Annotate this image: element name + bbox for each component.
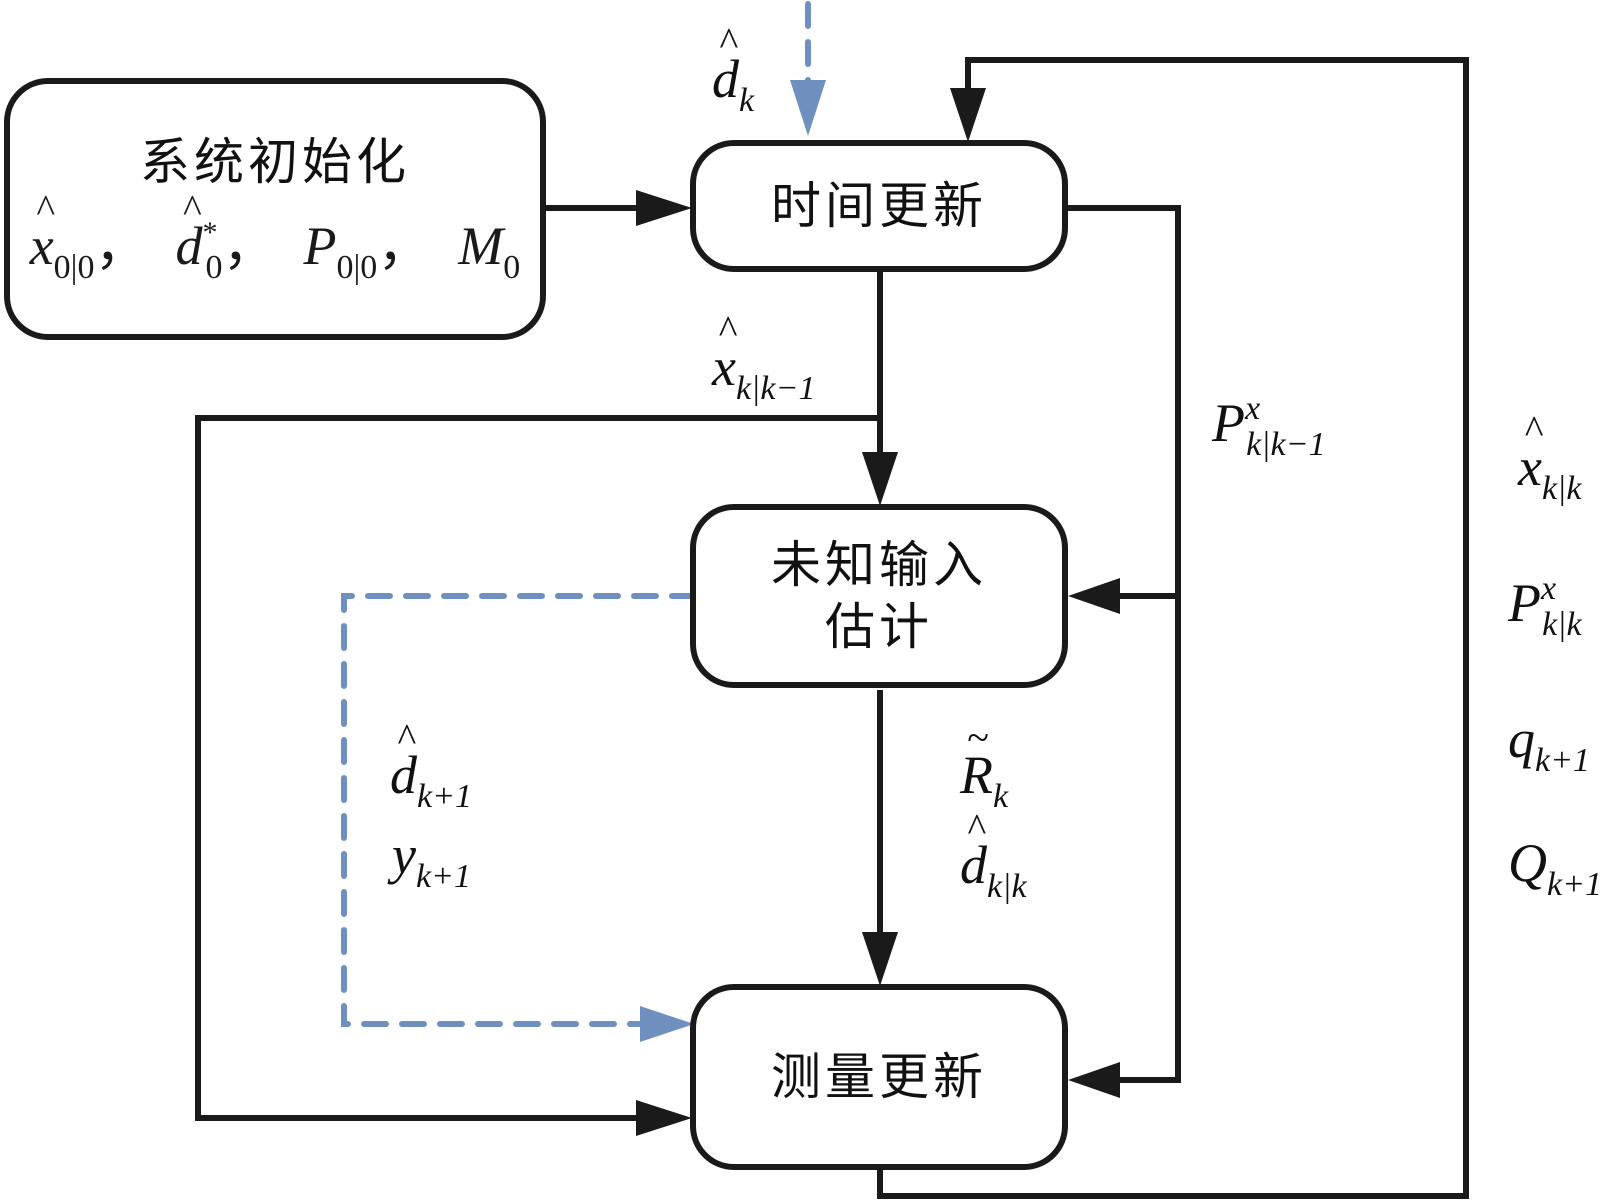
label-x-pred: xk|k−1 [712, 310, 815, 406]
arrowhead-ppred-meas [1068, 1062, 1120, 1098]
label-r-tilde: Rk [960, 718, 1008, 814]
init-variables: x0|0， d*0， P0|0， M0 [30, 185, 521, 287]
init-var-d-sub: 0 [205, 249, 223, 287]
node-unknown-input-estimation: 未知输入 估计 [690, 504, 1068, 688]
arrowhead-dashed-meas [640, 1006, 694, 1042]
arrowhead-uie-meas [862, 932, 898, 986]
label-y-next: yk+1 [392, 825, 472, 895]
arrowhead-ppred-uie [1068, 578, 1120, 614]
label-d-next: dk+1 [390, 718, 472, 814]
init-var-m: M [458, 216, 504, 277]
label-p-filtered: Pxk|k [1508, 570, 1582, 643]
arrowhead-feedback-time [950, 88, 986, 142]
node-time-update-title: 时间更新 [771, 176, 987, 235]
edge-xpred-to-measurement [195, 415, 880, 1121]
node-uie-title-line2: 估计 [825, 598, 933, 656]
sep: ， [222, 216, 277, 277]
init-var-x-sub: 0|0 [53, 249, 95, 287]
label-q-next: qk+1 [1508, 709, 1591, 779]
init-var-x: x [30, 185, 55, 277]
node-system-init: 系统初始化 x0|0， d*0， P0|0， M0 [4, 78, 546, 340]
init-var-m-sub: 0 [503, 249, 521, 287]
init-var-d-sup: * [202, 216, 218, 250]
label-x-filtered: xk|k [1518, 410, 1582, 506]
sep: ， [94, 216, 149, 277]
node-measurement-update: 测量更新 [690, 984, 1068, 1170]
edge-uie-to-meas-dashed [341, 593, 697, 1027]
edge-ppred-bus [1068, 205, 1181, 1083]
arrowhead-init-time [636, 190, 692, 226]
node-measurement-update-title: 测量更新 [771, 1047, 987, 1106]
init-var-p-sub: 0|0 [336, 249, 378, 287]
arrowhead-dk-input [790, 80, 826, 136]
init-var-d: d [175, 185, 202, 277]
node-time-update: 时间更新 [690, 140, 1068, 272]
arrowhead-time-uie [862, 452, 898, 506]
label-d-k-input: dk [712, 22, 754, 118]
label-Q-next: Qk+1 [1508, 833, 1603, 903]
node-uie-title-line1: 未知输入 [771, 535, 987, 594]
arrowhead-xpred-meas [636, 1100, 692, 1136]
label-p-pred: Pxk|k−1 [1212, 390, 1326, 463]
node-system-init-title: 系统初始化 [140, 132, 410, 191]
edge-feedback-loop [877, 57, 1469, 1199]
init-var-p: P [303, 216, 337, 277]
label-d-filtered: dk|k [960, 808, 1027, 904]
sep: ， [377, 216, 432, 277]
